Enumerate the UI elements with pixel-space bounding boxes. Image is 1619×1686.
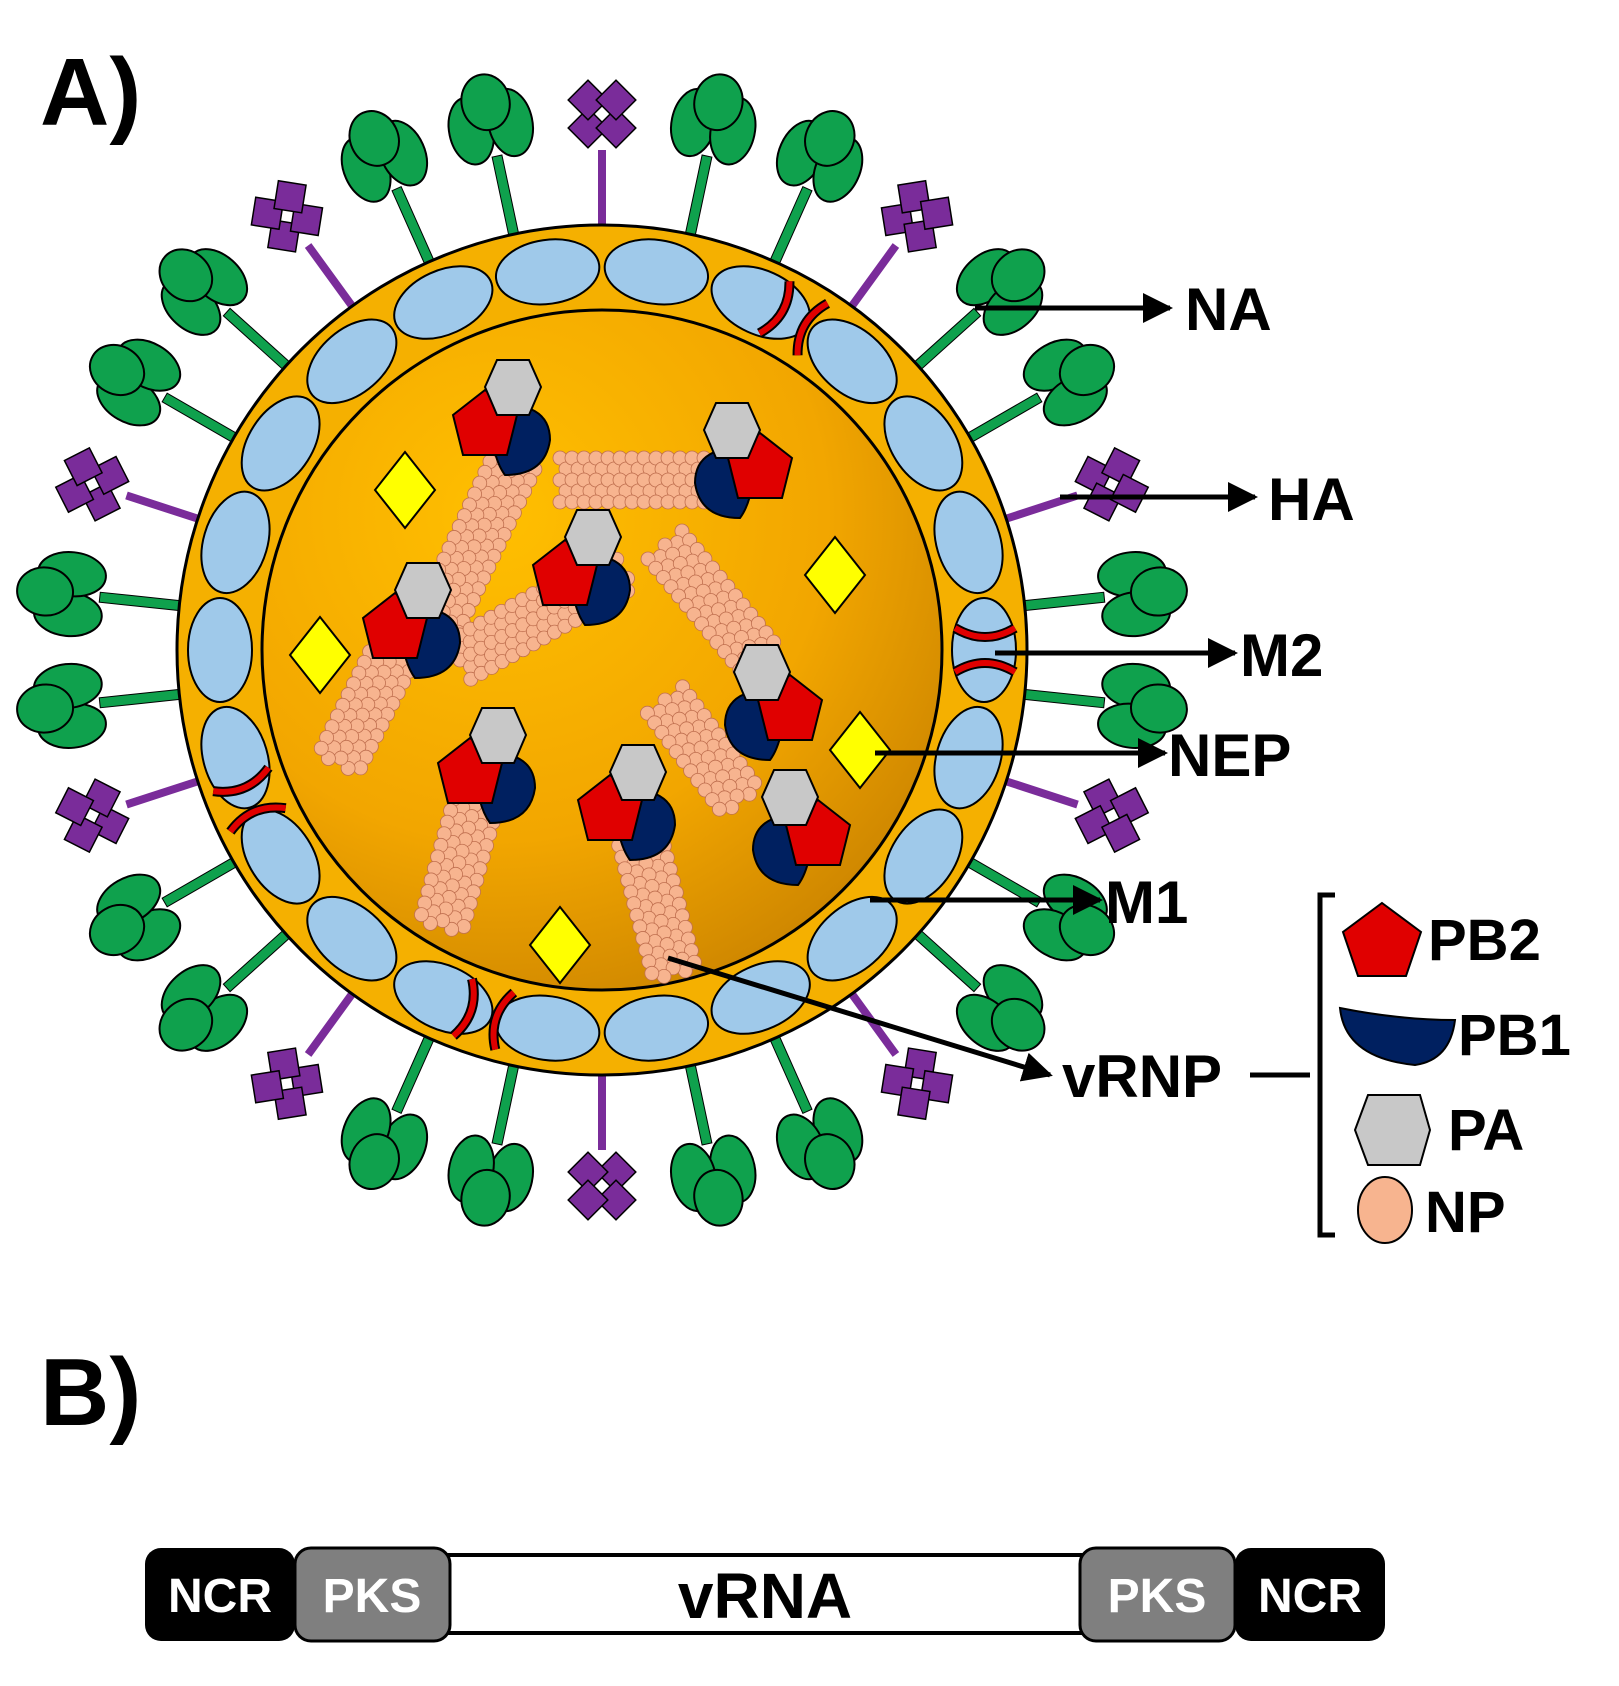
m2-channel (212, 764, 287, 835)
ha-spike (447, 73, 534, 246)
polymerase-complex (436, 707, 537, 825)
m1-protein (200, 490, 271, 595)
legend (1338, 901, 1457, 1244)
na-spike (54, 446, 209, 526)
nep-diamond (828, 710, 892, 790)
np-strand (640, 679, 762, 817)
ha-spike (958, 338, 1116, 448)
polymerase-complex (723, 644, 824, 762)
ha-spike (765, 1026, 864, 1190)
m1-protein (306, 318, 398, 405)
np-strand (414, 791, 504, 937)
na-spike (567, 79, 637, 235)
nep-diamond (373, 450, 437, 530)
ha-spike (670, 73, 757, 246)
polymerase-complex (531, 509, 632, 627)
ha-spike (16, 662, 191, 749)
na-spike (54, 774, 209, 854)
polymerase-complex (576, 744, 677, 862)
na-spike (567, 1065, 637, 1221)
m1-protein (494, 238, 601, 306)
m1-protein (883, 395, 964, 492)
m1-protein (306, 895, 398, 982)
panel-a-label: A) (40, 39, 141, 146)
ha-spike (765, 110, 864, 274)
ha-spike (447, 1054, 534, 1227)
pks-left-box (293, 1546, 452, 1643)
ha-spike (16, 551, 191, 638)
panel-b-label: B) (40, 1339, 141, 1446)
polymerase-complex (751, 769, 852, 887)
vrnp-label: vRNP (1062, 1043, 1222, 1110)
nep-label: NEP (1168, 722, 1291, 789)
na-spike (250, 983, 362, 1121)
nep-proteins (288, 450, 892, 985)
vrna-segment-bar: NCR PKS vRNA PKS NCR (145, 1546, 1385, 1643)
m1-protein (951, 597, 1017, 703)
m2-channel (756, 281, 831, 356)
pb1-icon (1338, 1006, 1457, 1067)
ha-label: HA (1268, 466, 1355, 533)
ncr-left-label: NCR (168, 1570, 272, 1623)
ha-spike (1013, 551, 1188, 638)
pb2-legend-label: PB2 (1428, 908, 1541, 973)
nep-diamond (288, 615, 352, 695)
np-legend-label: NP (1425, 1180, 1506, 1245)
pb1-legend-label: PB1 (1458, 1003, 1571, 1068)
na-label: NA (1185, 276, 1272, 343)
m1-protein (806, 318, 898, 405)
polymerase-complex (451, 359, 552, 477)
m1-protein (603, 994, 710, 1062)
ha-spike (88, 338, 246, 448)
callout-arrows (667, 293, 1258, 1082)
polymerase-complex (693, 402, 794, 520)
ha-spike (340, 110, 439, 274)
m1-protein (603, 238, 710, 306)
m2-channel (952, 623, 1018, 677)
np-strand (611, 827, 702, 984)
ncr-right-label: NCR (1258, 1570, 1362, 1623)
nep-diamond (528, 905, 592, 985)
pa-icon (1353, 1094, 1432, 1166)
np-icon (1357, 1176, 1413, 1244)
na-spike (995, 774, 1150, 854)
m2-label: M2 (1240, 622, 1323, 689)
m1-matrix-layer (187, 238, 1017, 1062)
pa-legend-label: PA (1448, 1098, 1524, 1163)
ncr-right-box (1235, 1548, 1385, 1641)
m2-channels (212, 281, 1018, 1051)
vrna-body (408, 1553, 1092, 1635)
pks-left-label: PKS (323, 1570, 422, 1623)
m1-protein (187, 597, 253, 703)
na-spike (842, 179, 954, 317)
ha-spike (670, 1054, 757, 1227)
ha-spike (1013, 662, 1188, 749)
m1-protein (393, 265, 494, 340)
polymerase-complex (361, 562, 462, 680)
vrnp-complexes (313, 359, 852, 984)
ha-spike (158, 923, 298, 1052)
m1-protein (240, 395, 321, 492)
na-spike (995, 446, 1150, 526)
m2-channel (450, 977, 518, 1051)
m1-protein (806, 895, 898, 982)
ha-spike (906, 923, 1046, 1052)
ncr-left-box (145, 1548, 295, 1641)
ha-spike (88, 852, 246, 962)
m1-protein (933, 490, 1004, 595)
ha-spike (340, 1026, 439, 1190)
nep-diamond (803, 535, 867, 615)
pb2-icon (1341, 901, 1423, 977)
m1-protein (933, 705, 1004, 810)
vrna-label: vRNA (678, 1560, 852, 1632)
m1-label: M1 (1105, 869, 1188, 936)
pks-right-label: PKS (1108, 1570, 1207, 1623)
vrnp-arrow (667, 955, 1053, 1082)
na-spike (250, 179, 362, 317)
vrnp-legend-bracket (1250, 892, 1335, 1238)
